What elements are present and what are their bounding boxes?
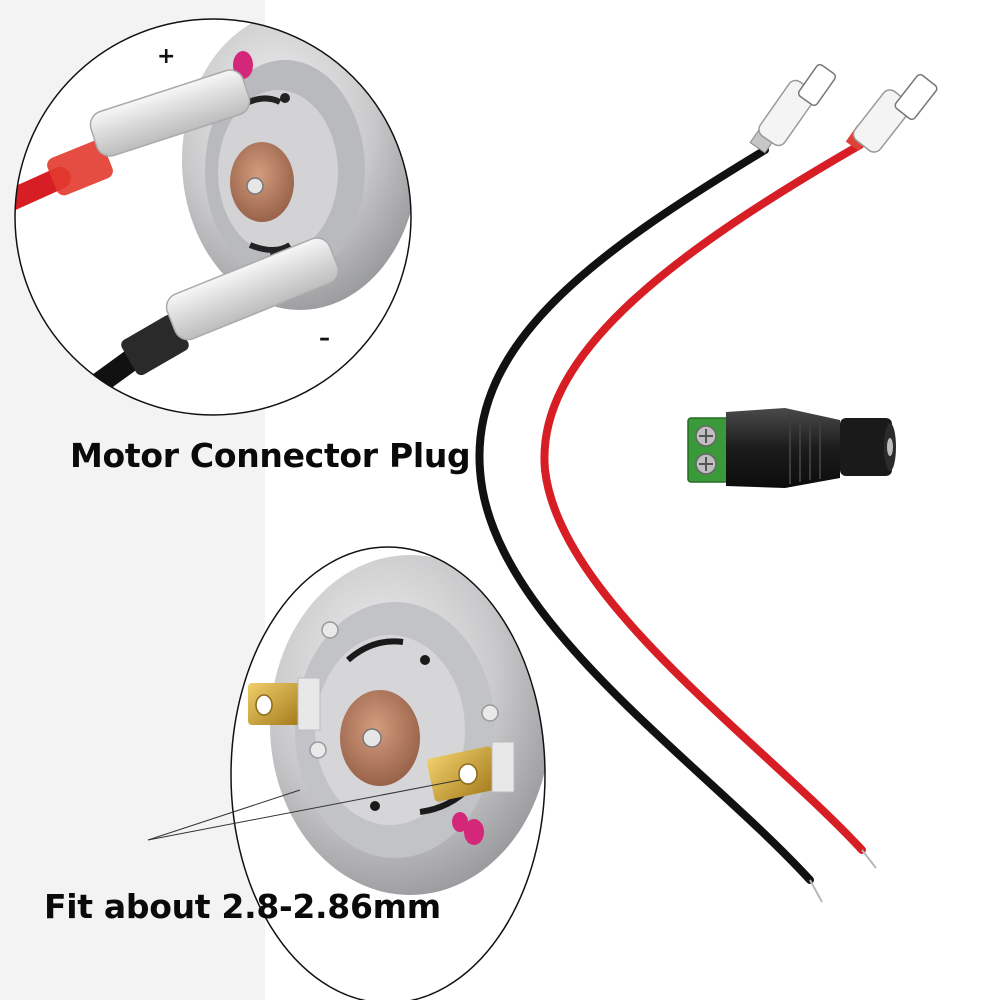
plug-sleeve-negative xyxy=(165,237,340,341)
dc-jack-adapter xyxy=(687,408,896,488)
positive-polarity-label: + xyxy=(157,44,176,69)
plug-sleeve-positive xyxy=(89,69,251,157)
bottom-circle-outline xyxy=(230,546,546,1000)
red-lead-terminal xyxy=(845,73,938,153)
brass-terminal-left xyxy=(248,677,321,731)
fit-size-caption: Fit about 2.8-2.86mm xyxy=(44,887,441,926)
black-lead-terminal xyxy=(749,63,837,154)
top-circle-outline xyxy=(14,18,412,416)
top-motor-photo xyxy=(15,19,411,415)
brass-terminal-right xyxy=(426,741,515,802)
bottom-motor-photo xyxy=(231,547,545,1000)
red-lead-wire xyxy=(540,141,866,854)
black-lead-wire xyxy=(475,146,814,884)
motor-connector-plug-caption: Motor Connector Plug xyxy=(70,436,471,475)
negative-polarity-label: – xyxy=(319,326,330,351)
red-wire xyxy=(15,167,71,216)
dimension-pointer-lines xyxy=(147,779,461,841)
